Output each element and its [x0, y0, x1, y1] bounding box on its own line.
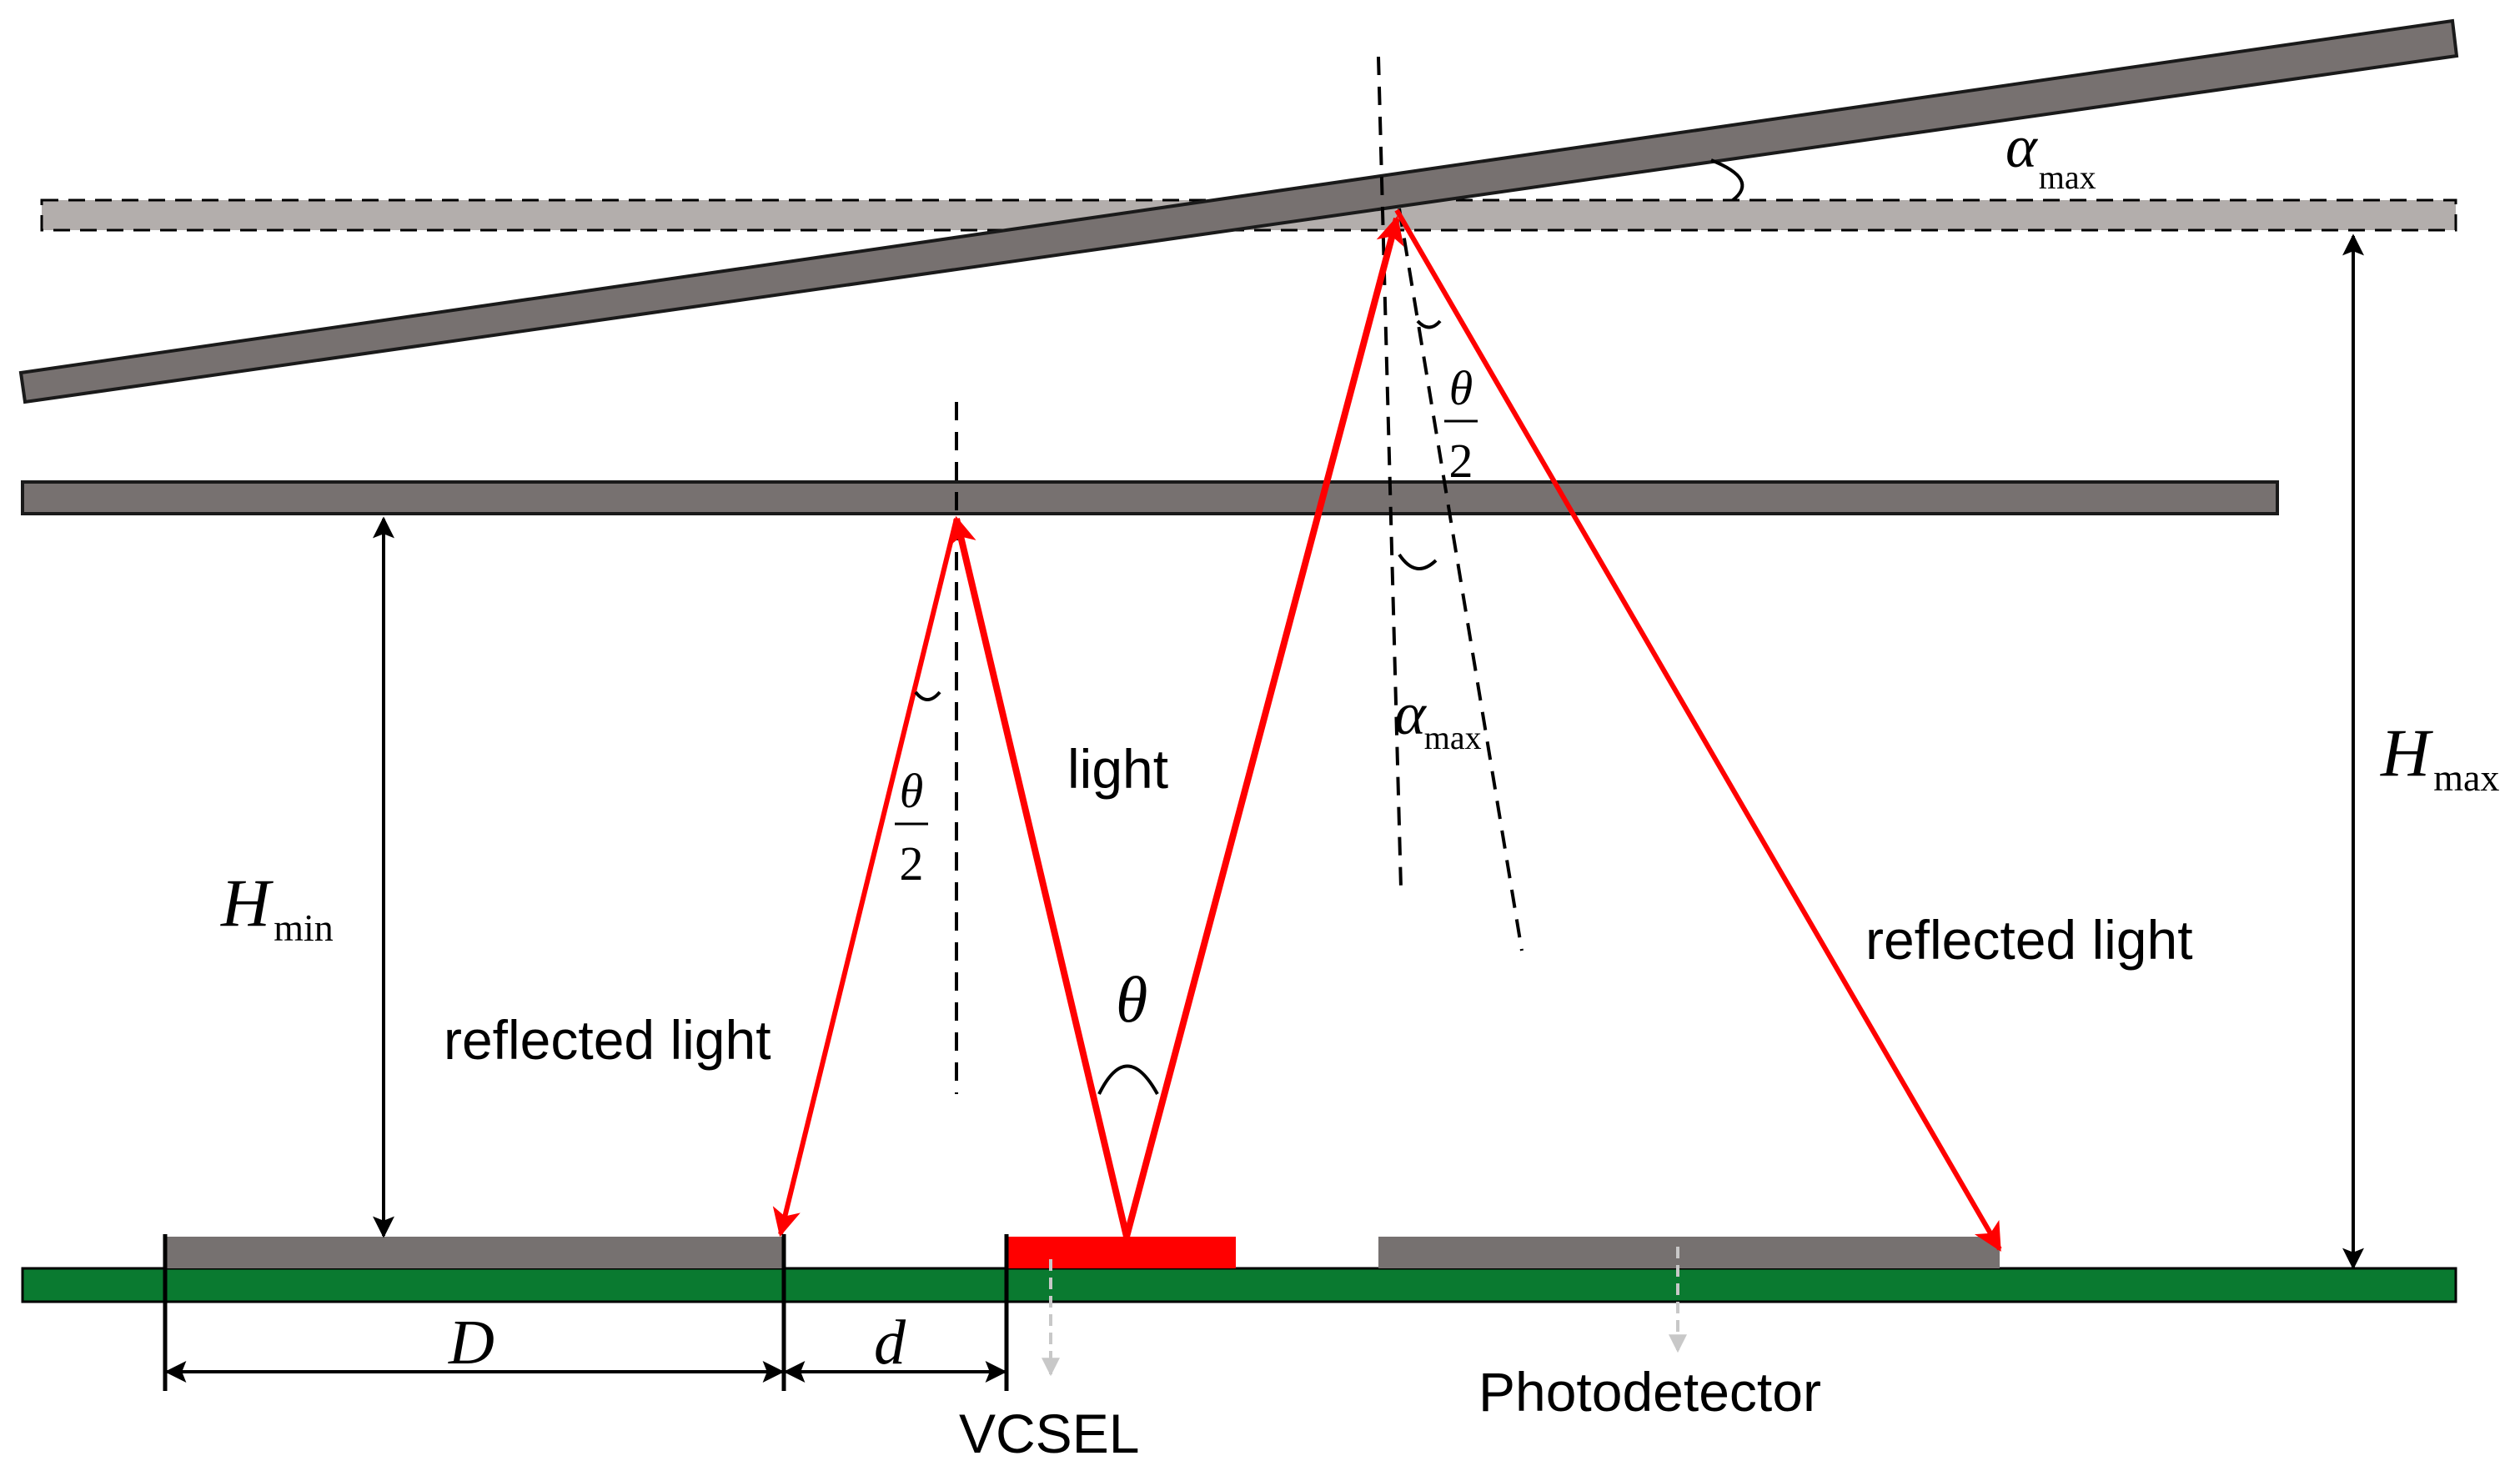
label-d: d	[874, 1308, 906, 1378]
h-max-main: H	[2380, 715, 2433, 791]
light-ray-to-flat	[948, 515, 1130, 1238]
theta-half-left-num: θ	[900, 764, 924, 818]
label-reflected-light-right: reflected light	[1865, 909, 2193, 971]
light-ray-to-tilted	[1123, 215, 1404, 1238]
tilted-reflector	[18, 18, 2459, 404]
label-reflected-light-left: reflected light	[444, 1009, 771, 1071]
label-photodetector: Photodetector	[1478, 1361, 1821, 1423]
label-H-max: Hmax	[2380, 715, 2499, 799]
label-theta: θ	[1116, 963, 1147, 1036]
h-min-sub: min	[274, 906, 334, 949]
reflected-ray-right	[1394, 208, 2002, 1252]
h-min-main: H	[220, 865, 274, 941]
label-D: D	[448, 1308, 494, 1378]
label-light: light	[1067, 738, 1168, 800]
alpha-max-top-sub: max	[2039, 158, 2096, 196]
photodetector-right	[1378, 1237, 2000, 1268]
vcsel-emitter	[1006, 1237, 1236, 1268]
alpha-max-mid-main: α	[1394, 680, 1427, 747]
theta-half-arc-right	[1416, 319, 1442, 329]
alpha-max-mid-sub: max	[1424, 719, 1482, 756]
normal-line-tilted	[1398, 208, 1524, 951]
normal-line-right	[1377, 56, 1403, 889]
h-max-sub: max	[2433, 756, 2499, 799]
alpha-arc-mid	[1398, 553, 1438, 570]
alpha-max-top-main: α	[2005, 113, 2038, 180]
theta-half-right-den: 2	[1449, 434, 1473, 488]
theta-half-arc-left	[914, 690, 941, 701]
theta-half-right: θ 2	[1444, 361, 1478, 488]
flat-reflector	[21, 480, 2279, 515]
theta-half-left-den: 2	[900, 836, 924, 891]
theta-arc	[1097, 1064, 1159, 1095]
alpha-arc-top	[1710, 158, 1744, 202]
label-alpha-max-mid: αmax	[1394, 680, 1482, 756]
theta-half-left: θ 2	[895, 764, 928, 891]
label-alpha-max-top: αmax	[2005, 113, 2096, 196]
label-H-min: Hmin	[220, 865, 334, 949]
circuit-board	[21, 1267, 2457, 1303]
label-vcsel: VCSEL	[959, 1403, 1139, 1464]
photodetector-left	[167, 1237, 784, 1268]
theta-half-right-num: θ	[1449, 361, 1473, 415]
reflected-ray-left	[772, 518, 959, 1238]
